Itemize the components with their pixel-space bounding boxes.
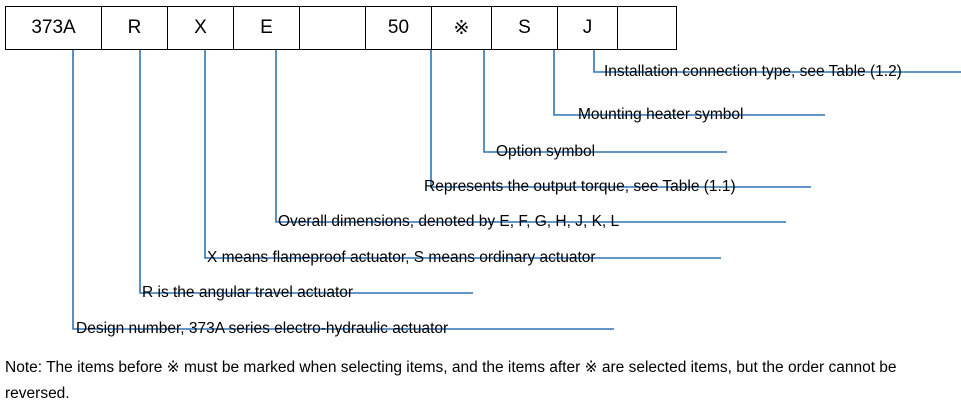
code-cell-8: S <box>492 7 558 49</box>
callout-label-angular: R is the angular travel actuator <box>142 284 354 301</box>
code-cell-7: ※ <box>432 7 492 49</box>
code-boxes-row: 373A R X E 50 ※ S J <box>5 6 677 50</box>
callout-label-design: Design number, 373A series electro-hydra… <box>76 320 449 337</box>
note-text: Note: The items before ※ must be marked … <box>5 359 897 402</box>
code-cell-6: 50 <box>366 7 432 49</box>
code-cell-5 <box>300 7 366 49</box>
callout-label-installation: Installation connection type, see Table … <box>604 63 902 80</box>
code-cell-2: R <box>102 7 168 49</box>
code-cell-3: X <box>168 7 234 49</box>
callout-label-torque: Represents the output torque, see Table … <box>424 178 736 195</box>
code-cell-9: J <box>558 7 618 49</box>
code-cell-1: 373A <box>6 7 102 49</box>
callout-label-heater: Mounting heater symbol <box>578 106 744 123</box>
callout-label-flameproof: X means flameproof actuator, S means ord… <box>207 249 596 266</box>
callout-label-option: Option symbol <box>496 143 596 160</box>
code-cell-10 <box>618 7 676 49</box>
callout-label-dimensions: Overall dimensions, denoted by E, F, G, … <box>278 213 620 230</box>
code-cell-4: E <box>234 7 300 49</box>
